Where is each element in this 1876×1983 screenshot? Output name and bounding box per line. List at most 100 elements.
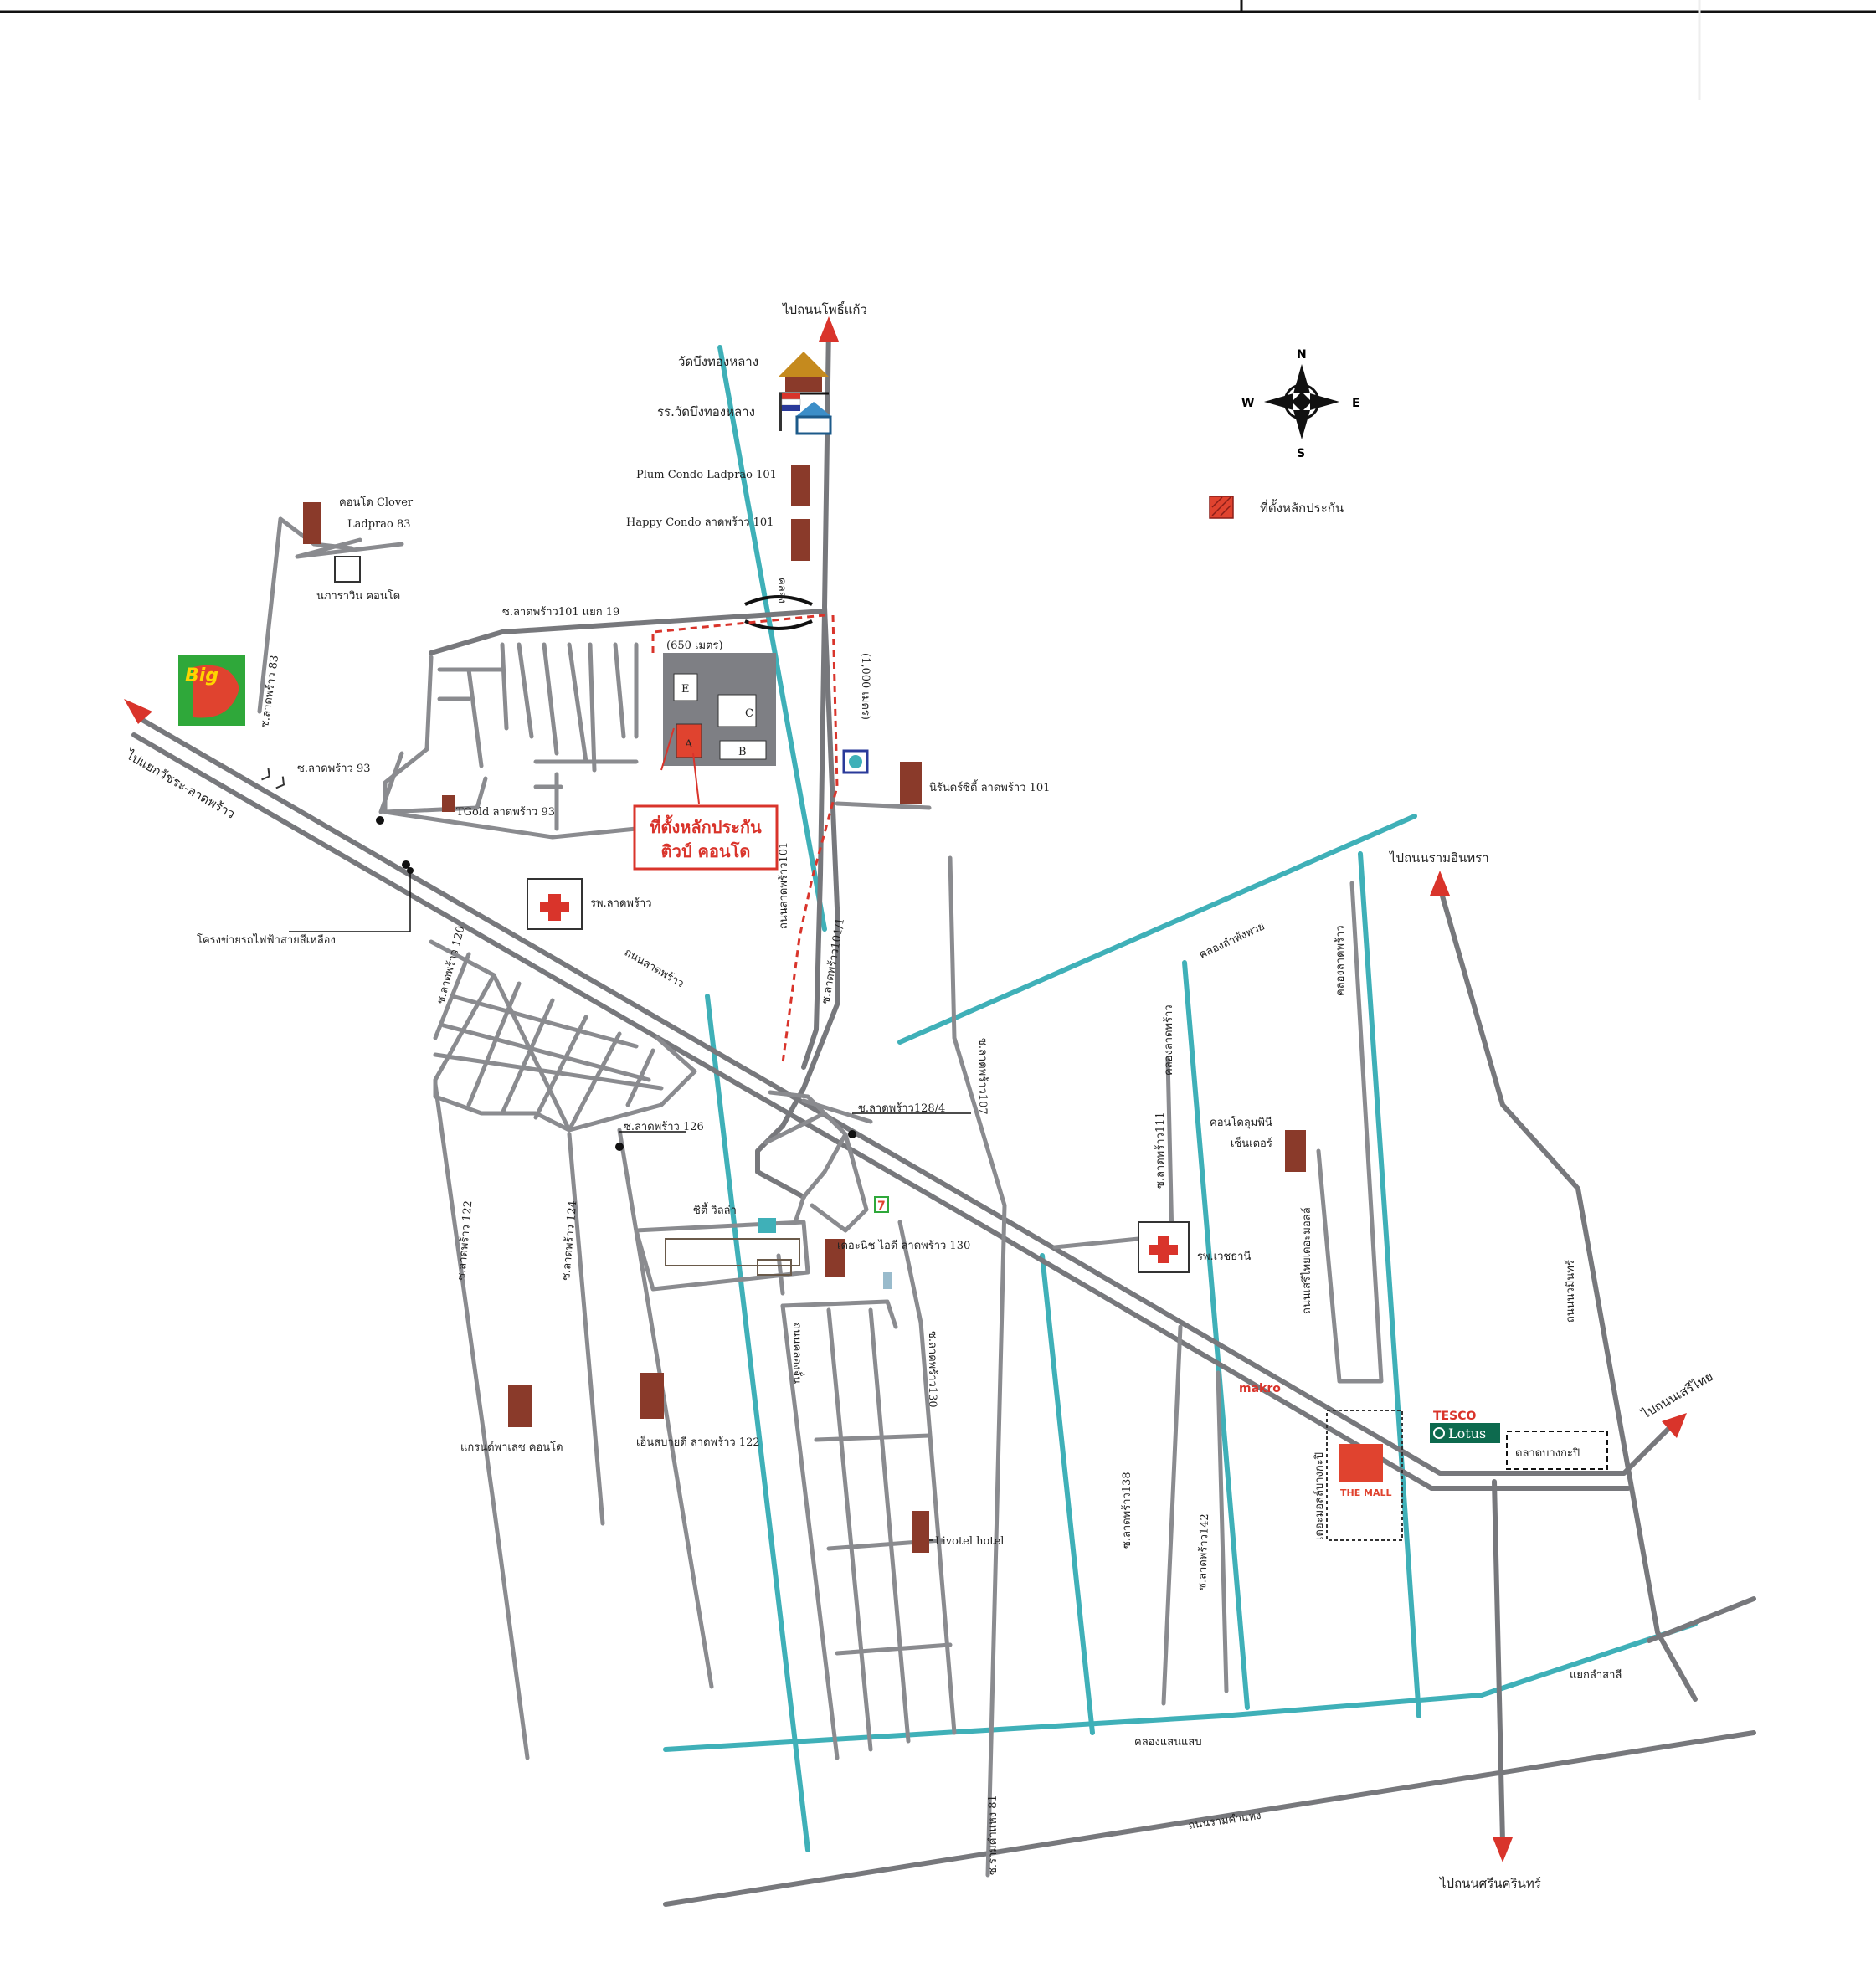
school-label: รร.วัดบึงทองหลาง bbox=[657, 404, 755, 419]
block-c-label: C bbox=[745, 707, 753, 720]
hospital-icon bbox=[1138, 1221, 1190, 1273]
soi128-4-label: ซ.ลาดพร้าว128/4 bbox=[858, 1102, 945, 1115]
dir-east-label: ไปถนนรามอินทรา bbox=[1389, 850, 1489, 866]
building-icon bbox=[883, 1272, 892, 1289]
building-icon bbox=[303, 502, 321, 544]
khlong-chiang-label: คลองลาดพร้าว bbox=[1163, 1004, 1175, 1076]
compass-n: N bbox=[1297, 348, 1307, 362]
clover-label-2: Ladprao 83 bbox=[347, 518, 411, 531]
page-frame bbox=[0, 0, 1876, 100]
seven-eleven-icon: 7 bbox=[874, 1196, 889, 1213]
mall-rd-label: ถนนเสรีไทยเดอะมอลล์ bbox=[1300, 1207, 1313, 1314]
happy-label: Happy Condo ลาดพร้าว 101 bbox=[626, 516, 774, 529]
dir-north-label: ไปถนนโพธิ์แก้ว bbox=[782, 301, 867, 317]
building-icon bbox=[508, 1385, 532, 1427]
building-icon bbox=[334, 556, 361, 583]
plum-label: Plum Condo Ladprao 101 bbox=[636, 469, 777, 481]
arrow-northwest-icon bbox=[124, 699, 152, 724]
nirun-label: นิรันดร์ซิตี้ ลาดพร้าว 101 bbox=[929, 779, 1050, 794]
soi101-19-label: ซ.ลาดพร้าว101 แยก 19 bbox=[502, 606, 619, 619]
svg-text:7: 7 bbox=[877, 1200, 886, 1213]
temple-icon bbox=[779, 352, 829, 395]
condo-plaza-label-1: คอนโดลุมพินี bbox=[1210, 1116, 1272, 1129]
soi111-label: ซ.ลาดพร้าว111 bbox=[1154, 1112, 1167, 1189]
hosp-wetchathani-label: รพ.เวชธานี bbox=[1197, 1250, 1251, 1263]
mall-label: เดอะมอลล์บางกะปิ bbox=[1313, 1452, 1326, 1540]
makro-label: makro bbox=[1239, 1382, 1281, 1395]
road-break-symbol bbox=[257, 764, 289, 793]
soi130-label: ซ.ลาดพร้าว130 bbox=[926, 1331, 938, 1408]
yellow-line-label: โครงข่ายรถไฟฟ้าสายสีเหลือง bbox=[197, 933, 336, 947]
canal-road-label: คลอง bbox=[775, 578, 788, 604]
school-icon bbox=[779, 393, 832, 435]
building-icon bbox=[825, 1239, 845, 1277]
lotus-text: Lotus bbox=[1448, 1426, 1486, 1441]
arrow-north-icon bbox=[819, 316, 839, 342]
soi93-label: ซ.ลาดพร้าว 93 bbox=[297, 763, 371, 775]
subject-callout bbox=[633, 804, 779, 871]
building-icons bbox=[303, 465, 1306, 1553]
ramkhamhaeng-label: ถนนรามคำแหง bbox=[1187, 1810, 1262, 1832]
dir-south-label: ไปถนนศรีนครินทร์ bbox=[1439, 1876, 1541, 1891]
building-icon bbox=[791, 519, 810, 561]
block-e-label: E bbox=[681, 683, 690, 696]
bigc-logo: Big bbox=[178, 655, 245, 726]
landmark-icons: Big 7 THE MALL TESCO Lotus bbox=[178, 352, 1608, 1541]
sabai-label: เอ็นสบายดี ลาดพร้าว 122 bbox=[636, 1434, 760, 1449]
lamsali-label: แยกลำสาลี bbox=[1570, 1668, 1622, 1682]
building-icon bbox=[640, 1373, 664, 1419]
distance-east-label: (1,000 เมตร) bbox=[859, 653, 871, 720]
tesco-lotus-logo: TESCO Lotus bbox=[1430, 1410, 1500, 1443]
arrow-east-icon bbox=[1430, 871, 1450, 896]
condo-plaza-label-2: เซ็นเตอร์ bbox=[1231, 1135, 1272, 1150]
block-a-label: A bbox=[684, 738, 693, 751]
compass-s: S bbox=[1297, 447, 1305, 460]
the-mall-text: THE MALL bbox=[1340, 1487, 1392, 1498]
soi101-label: ถนนลาดพร้าว101 bbox=[778, 842, 790, 929]
building-icon bbox=[442, 795, 455, 812]
bridge-icon bbox=[744, 595, 813, 630]
village-icon bbox=[665, 1238, 800, 1266]
tgold-label: TGold ลาดพร้าว 93 bbox=[456, 806, 555, 819]
wat-label: วัดบึงทองหลาง bbox=[678, 354, 758, 369]
nakarawin-label: นภาราวิน คอนโด bbox=[316, 589, 400, 603]
village-icon bbox=[757, 1259, 792, 1276]
the-mall-logo: THE MALL bbox=[1326, 1410, 1403, 1541]
subject-site: E C B A (650 เมตร) (1,000 เมตร) ที่ตั้งห… bbox=[633, 614, 871, 1064]
market-box bbox=[1506, 1431, 1608, 1470]
khlong-saen-saep-label: คลองแสนแสบ bbox=[1134, 1736, 1202, 1749]
arrow-south-icon bbox=[1493, 1837, 1513, 1862]
roads bbox=[131, 324, 1756, 1907]
soi138-label: ซ.ลาดพร้าว138 bbox=[1121, 1472, 1133, 1549]
clover-label-1: คอนโด Clover bbox=[339, 496, 414, 509]
hospital-ladprao-label: รพ.ลาดพร้าว bbox=[590, 897, 652, 910]
compass-e: E bbox=[1352, 397, 1360, 410]
canals bbox=[663, 345, 1698, 1852]
grand-palace-label: แกรนด์พาเลซ คอนโด bbox=[460, 1441, 563, 1454]
khlong-rd-label: ถนนคลองจั่น bbox=[790, 1323, 804, 1384]
labels: ไปถนนโพธิ์แก้ว ไปแยกวัชระ-ลาดพร้าว ไปถนน… bbox=[123, 301, 1715, 1891]
subject-block-a bbox=[676, 723, 702, 758]
arrow-southeast-icon bbox=[1662, 1413, 1687, 1438]
soi122-label: ซ.ลาดพร้าว 122 bbox=[455, 1200, 475, 1282]
ladprao-rd-label: ถนนลาดพร้าว bbox=[622, 946, 686, 990]
subject-title-2: ติวป์ คอนโด bbox=[661, 841, 751, 861]
khlong-phlap-label: คลองลำพังพวย bbox=[1197, 920, 1267, 961]
tesco-text: TESCO bbox=[1433, 1410, 1476, 1423]
livotel-label: Livotel hotel bbox=[935, 1535, 1004, 1548]
village-icon bbox=[758, 1218, 776, 1233]
khlong-rd2-label: คลองลาดพร้าว bbox=[1334, 925, 1347, 996]
block-b-label: B bbox=[738, 746, 747, 758]
ptt-station-icon bbox=[842, 749, 869, 774]
building-icon bbox=[1285, 1130, 1306, 1172]
direction-arrows bbox=[124, 316, 1687, 1862]
soi142-label: ซ.ลาดพร้าว142 bbox=[1196, 1513, 1211, 1590]
subject-title-1: ที่ตั้งหลักประกัน bbox=[650, 814, 762, 837]
building-icon bbox=[900, 762, 922, 804]
nawamin-label: ถนนนวมินทร์ bbox=[1564, 1260, 1577, 1323]
soi107-label: ซ.ลาดพร้าว107 bbox=[976, 1038, 989, 1115]
compass-w: W bbox=[1241, 397, 1254, 410]
niche-label: เดอะนิช ไอดี ลาดพร้าว 130 bbox=[837, 1239, 970, 1252]
dir-southeast-label: ไปถนนเสรีไทย bbox=[1638, 1369, 1715, 1422]
ram81-label: ซ.รามคำแหง 81 bbox=[987, 1795, 1000, 1875]
